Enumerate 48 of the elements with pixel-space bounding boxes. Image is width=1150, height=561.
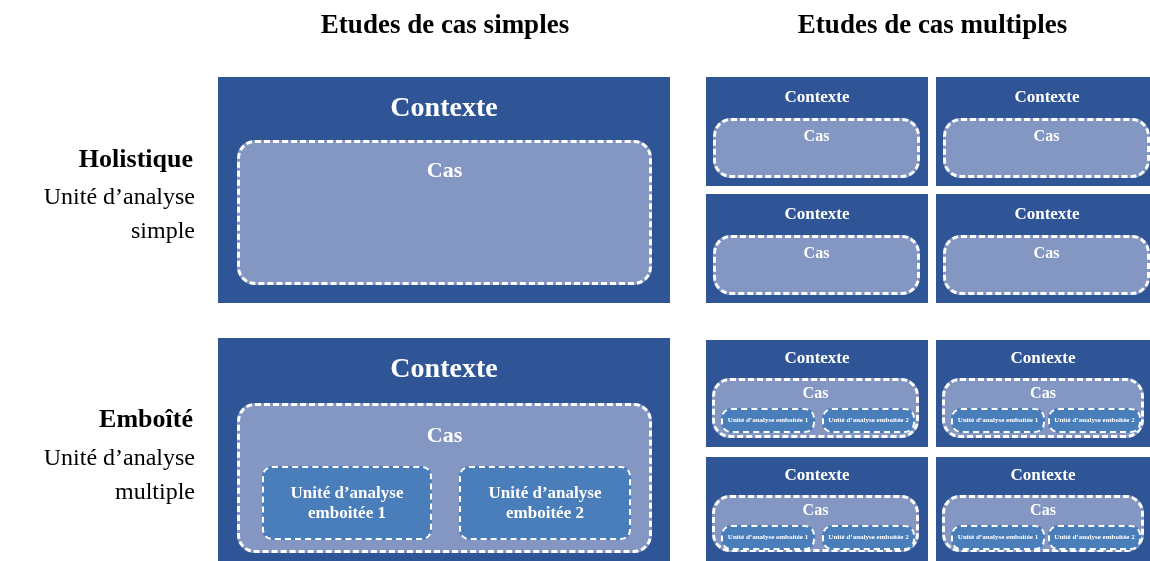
analysis-unit-box: Unité d’analyse emboitée 2 (459, 466, 631, 540)
case-heading: Cas (1032, 244, 1061, 262)
case-box (943, 118, 1150, 178)
context-heading: Contexte (1013, 87, 1081, 107)
case-heading: Cas (802, 127, 831, 145)
case-box (712, 495, 919, 552)
case-heading: Cas (1029, 501, 1057, 519)
context-heading: Contexte (783, 465, 851, 485)
case-heading: Cas (801, 501, 830, 519)
context-panel (936, 77, 1150, 186)
case-box (713, 235, 920, 295)
row-description: Unité d’analyse simple (42, 182, 195, 245)
context-panel (706, 457, 928, 561)
analysis-unit-box: Unité d’analyse emboitée 1 (262, 466, 432, 540)
case-box (237, 140, 652, 285)
case-box (713, 118, 920, 178)
context-panel (706, 77, 928, 186)
context-panel (706, 194, 928, 303)
case-heading: Cas (1029, 384, 1057, 402)
context-heading: Contexte (783, 204, 851, 224)
context-heading: Contexte (389, 91, 499, 123)
column-heading: Etudes de cas multiples (796, 8, 1069, 41)
case-box (942, 378, 1144, 438)
context-heading: Contexte (1009, 465, 1077, 485)
case-heading: Cas (1032, 127, 1061, 145)
case-box (942, 495, 1144, 552)
context-panel (706, 340, 928, 447)
context-panel (218, 77, 670, 303)
context-heading: Contexte (783, 87, 851, 107)
context-heading: Contexte (389, 352, 499, 384)
column-heading: Etudes de cas simples (319, 8, 571, 41)
case-heading: Cas (425, 157, 464, 183)
case-box (943, 235, 1150, 295)
context-heading: Contexte (783, 348, 851, 368)
context-panel (936, 340, 1150, 447)
row-description: Unité d’analyse multiple (42, 443, 195, 506)
case-box (712, 378, 919, 438)
row-heading: Emboîté (98, 403, 193, 435)
case-heading: Cas (425, 422, 464, 448)
context-panel (218, 338, 670, 561)
context-panel (936, 457, 1150, 561)
row-heading: Holistique (77, 143, 193, 175)
case-heading: Cas (801, 384, 830, 402)
context-heading: Contexte (1013, 204, 1081, 224)
context-heading: Contexte (1009, 348, 1077, 368)
case-heading: Cas (802, 244, 831, 262)
case-box (237, 403, 652, 553)
context-panel (936, 194, 1150, 303)
